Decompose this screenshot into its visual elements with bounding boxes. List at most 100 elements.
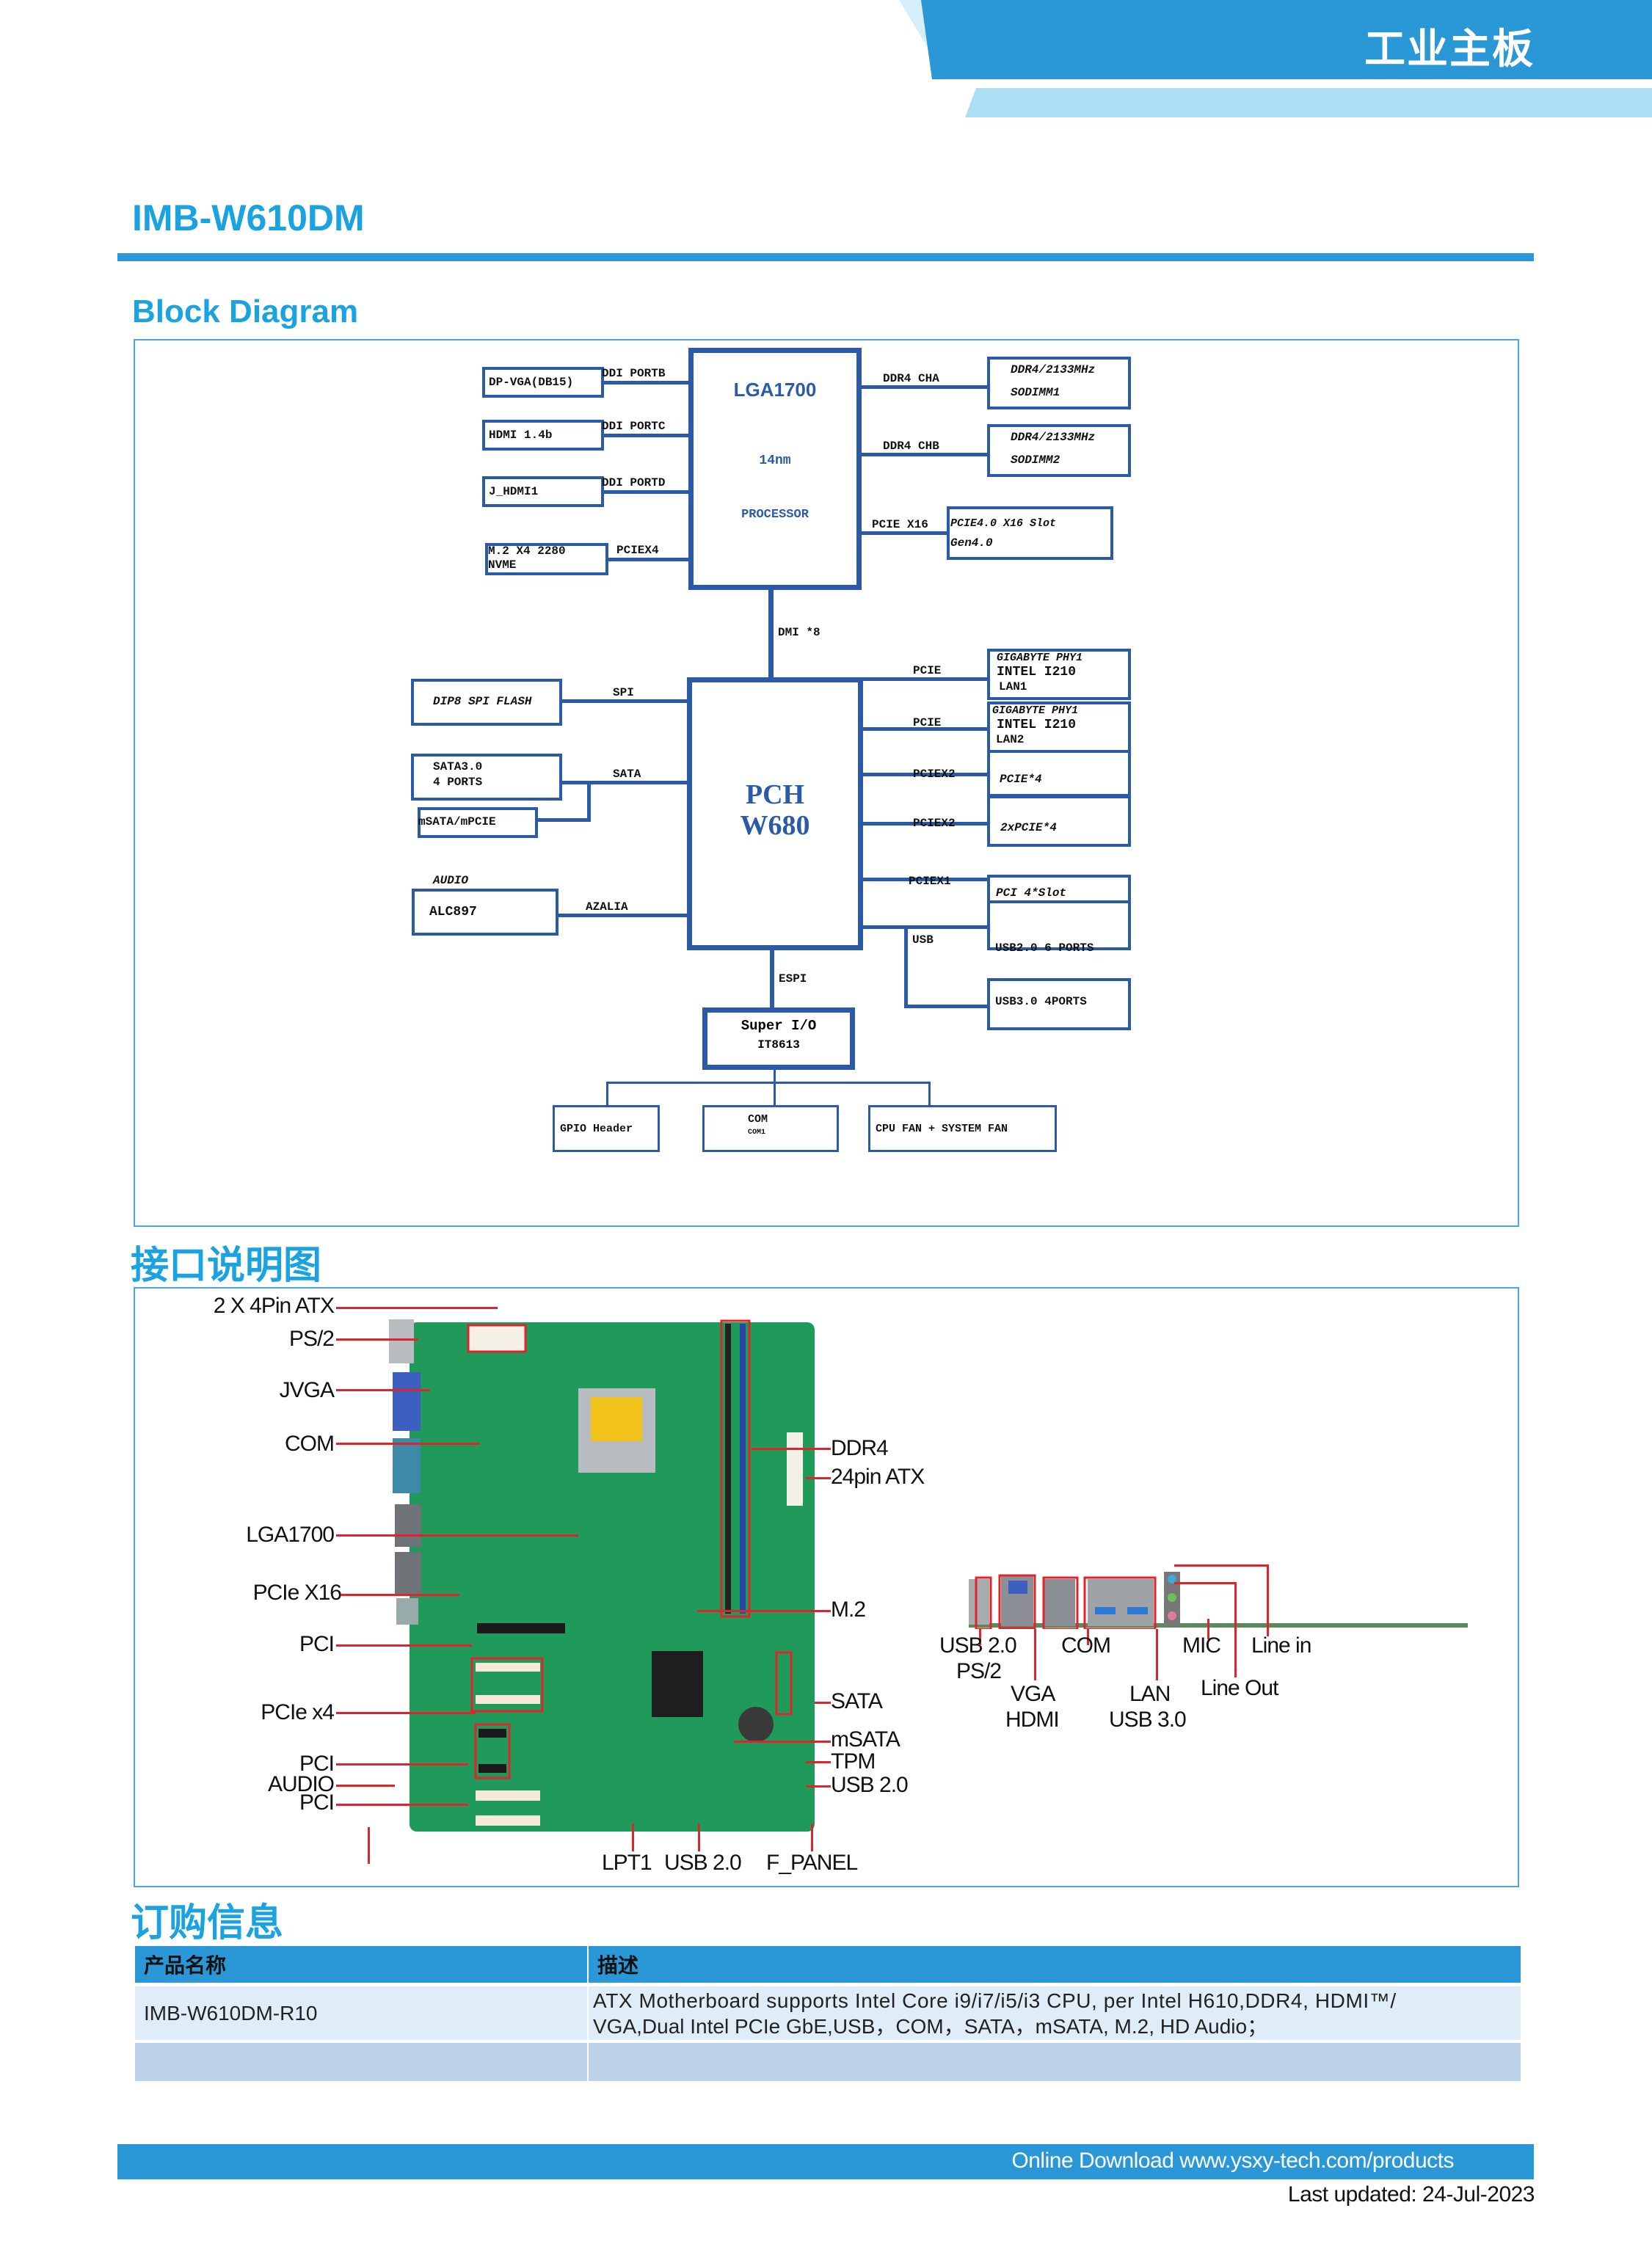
usb-label: USB [912, 933, 934, 947]
rear-usb3-a [1095, 1607, 1116, 1614]
dimm-slot-1 [725, 1324, 731, 1614]
callout-lga1700: LGA1700 [246, 1523, 335, 1547]
vga-hdmi-callout [998, 1574, 1036, 1629]
footer-bar [117, 2144, 1534, 2179]
callout-atx4pin: 2 X 4Pin ATX [213, 1294, 335, 1318]
m2-label-2: NVME [488, 558, 517, 572]
pciex2-b-line [862, 822, 989, 826]
hdmi-box [482, 420, 604, 451]
lan-port-2 [395, 1552, 421, 1595]
motherboard-photo [389, 1319, 815, 1832]
pch-box [687, 677, 863, 950]
pci-slot-label: PCI 4*Slot [996, 886, 1067, 900]
rear-lineout-label: Line Out [1201, 1676, 1278, 1700]
dimm-slot-2 [740, 1324, 746, 1614]
pch-right-spine [859, 677, 863, 950]
product-name-cell: IMB-W610DM-R10 [144, 2001, 318, 2025]
sodimm1-box [987, 357, 1131, 409]
pci-slot-2 [476, 1695, 540, 1704]
sata-line [562, 781, 687, 784]
ddr4-chb-line [862, 453, 989, 456]
callout-pcie-x16: PCIe X16 [252, 1581, 342, 1605]
callout-line-lpt1 [368, 1827, 370, 1864]
com-callout [1042, 1576, 1079, 1629]
espi-line [770, 950, 774, 1009]
pcie-lan2-line [862, 727, 989, 731]
sodimm2-line1: DDR4/2133MHz [1011, 431, 1096, 444]
callout-line-com [336, 1443, 480, 1445]
model-title: IMB-W610DM [132, 197, 365, 238]
audio-jack [396, 1598, 418, 1625]
lan-usb3-callout [1083, 1576, 1157, 1629]
lan2-line3: LAN2 [996, 733, 1025, 746]
msata-line [538, 818, 591, 822]
callout-pcie-x4: PCIe x4 [261, 1700, 335, 1724]
superio-box [702, 1007, 855, 1070]
cpu-label: PROCESSOR [741, 508, 809, 522]
usb3-branch-line [904, 925, 908, 1008]
dp-vga-box [482, 367, 604, 398]
cmos-battery [738, 1707, 774, 1742]
pci-callout-top [470, 1657, 544, 1713]
rear-com-label: COM [1061, 1633, 1111, 1658]
pcie-slot-line2: Gen4.0 [950, 536, 993, 550]
pcie4-box [987, 750, 1131, 797]
rear-usb2-label: USB 2.0 [939, 1633, 1017, 1658]
rear-pcb-edge [969, 1623, 1468, 1628]
pcie4x2-box [987, 795, 1131, 847]
ddi-portc-line [604, 434, 688, 437]
pch-heatsink [652, 1651, 703, 1717]
rear-linein-label: Line in [1251, 1633, 1311, 1658]
usb3-box [987, 978, 1131, 1030]
com-box [702, 1105, 839, 1152]
callout-line-lan-usb3 [1156, 1629, 1158, 1680]
pcie-slot-box [947, 506, 1113, 560]
callout-msata: mSATA [831, 1727, 900, 1752]
callout-line-pci-3 [336, 1804, 468, 1806]
callout-ps2: PS/2 [288, 1327, 335, 1351]
cpu-box [688, 348, 862, 590]
lan2-box [987, 702, 1131, 753]
sodimm1-line2: SODIMM1 [1011, 386, 1060, 399]
spi-label: SPI [613, 686, 634, 699]
download-link[interactable]: Online Download www.ysxy-tech.com/produc… [1011, 2149, 1454, 2173]
callout-line-lpt1-b [632, 1823, 634, 1851]
espi-label: ESPI [779, 972, 807, 985]
callout-line-vga-hdmi [1034, 1629, 1036, 1680]
sata-label-1: SATA3.0 [433, 760, 483, 773]
ps2-port [389, 1319, 414, 1363]
hdmi-label: HDMI 1.4b [489, 429, 553, 442]
sata-callout [775, 1651, 793, 1716]
line-in-jack [1168, 1575, 1176, 1584]
line-out-jack [1168, 1593, 1176, 1602]
callout-24pin: 24pin ATX [831, 1465, 925, 1489]
callout-line-linein-v [1267, 1564, 1269, 1636]
fan-box [868, 1105, 1057, 1152]
title-divider [117, 253, 1534, 261]
pcie-slot-line1: PCIE4.0 X16 Slot [950, 517, 1057, 530]
rear-vga [1008, 1581, 1027, 1594]
pcie-lan2-label: PCIE [913, 716, 942, 729]
pciex4-callout [474, 1723, 511, 1779]
banner-light [965, 88, 1652, 117]
lan1-line3: LAN1 [999, 680, 1027, 693]
com1-label: COM1 [748, 1129, 766, 1137]
callout-lpt1: LPT1 [602, 1851, 652, 1875]
ddr4-cha-label: DDR4 CHA [883, 372, 939, 385]
superio-line1: Super I/O [741, 1018, 817, 1034]
pciex2-a-label: PCIEX2 [913, 768, 956, 781]
spi-flash-box [411, 679, 562, 726]
interface-frame [134, 1287, 1519, 1887]
callout-line-ddr4 [752, 1448, 831, 1450]
product-desc-line2: VGA,Dual Intel PCIe GbE,USB，COM，SATA，mSA… [593, 2014, 1268, 2038]
dp-vga-label: DP-VGA(DB15) [489, 376, 574, 389]
callout-line-pcie-x16 [341, 1594, 459, 1596]
gpio-label: GPIO Header [560, 1123, 633, 1135]
category-title: 工业主板 [1364, 26, 1535, 73]
pcie-x16-label: PCIE X16 [872, 518, 928, 531]
fan-drop-line [928, 1082, 931, 1105]
table-row-empty-name [135, 2043, 587, 2081]
usb-line [862, 925, 989, 929]
msata-box [418, 807, 538, 838]
product-desc-line1: ATX Motherboard supports Intel Core i9/i… [593, 1989, 1397, 2012]
